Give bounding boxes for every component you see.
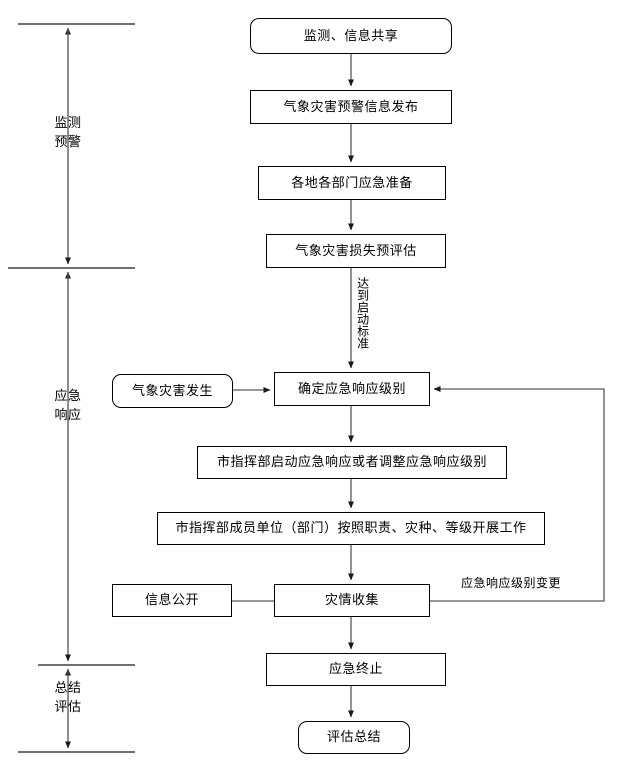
- node-disaster-data-collection[interactable]: 灾情收集: [274, 584, 430, 617]
- node-determine-response-level[interactable]: 确定应急响应级别: [274, 372, 430, 406]
- edge-feedback-level-change: [430, 386, 605, 602]
- phase-label-monitor-warning: 监测 预警: [54, 116, 82, 150]
- node-loss-pre-assessment[interactable]: 气象灾害损失预评估: [266, 234, 446, 268]
- node-monitor-info-share[interactable]: 监测、信息共享: [250, 18, 452, 54]
- node-city-hq-activate[interactable]: 市指挥部启动应急响应或者调整应急响应级别: [197, 446, 507, 479]
- node-emergency-termination[interactable]: 应急终止: [266, 653, 446, 686]
- phase-label-summary-evaluation: 总结 评估: [54, 681, 82, 715]
- phase-label-emergency-response: 应急 响应: [54, 389, 82, 423]
- node-member-units-work[interactable]: 市指挥部成员单位（部门）按照职责、灾种、等级开展工作: [157, 512, 545, 545]
- edge-label-response-level-change: 应急响应级别变更: [461, 576, 562, 590]
- edge-label-activation-standard: 达到启动标准: [355, 277, 370, 349]
- node-evaluation-summary[interactable]: 评估总结: [298, 721, 410, 754]
- node-warning-release[interactable]: 气象灾害预警信息发布: [250, 90, 452, 124]
- node-department-preparation[interactable]: 各地各部门应急准备: [258, 166, 446, 200]
- node-disaster-occurs[interactable]: 气象灾害发生: [112, 374, 233, 408]
- node-info-disclosure[interactable]: 信息公开: [112, 584, 232, 617]
